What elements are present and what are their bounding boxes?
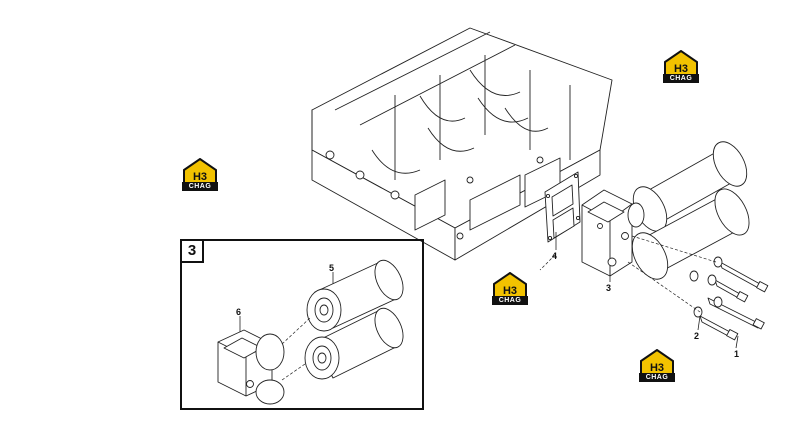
- house-logo-icon: H3: [640, 349, 674, 375]
- bolts-part-1: [699, 261, 769, 341]
- house-logo-icon: H3: [664, 50, 698, 76]
- watermark-logo: H3 CHAG: [663, 50, 699, 84]
- inset-assembly-lines: [281, 317, 311, 381]
- callout-2: 2: [694, 331, 700, 341]
- svg-text:H3: H3: [503, 285, 517, 297]
- filter-head-part-3: [581, 189, 633, 277]
- callout-4: 4: [552, 251, 558, 261]
- svg-text:H3: H3: [193, 171, 207, 183]
- callout-6: 6: [236, 307, 242, 317]
- watermark-logo: H3 CHAG: [492, 272, 528, 306]
- watermark-logo: H3 CHAG: [182, 158, 218, 192]
- watermark-text: CHAG: [182, 182, 218, 191]
- callout-3: 3: [606, 283, 612, 293]
- watermark-text: CHAG: [639, 373, 675, 382]
- watermark-logo: H3 CHAG: [639, 349, 675, 383]
- house-logo-icon: H3: [493, 272, 527, 298]
- watermark-text: CHAG: [492, 296, 528, 305]
- callout-1: 1: [734, 349, 740, 359]
- inset-filter-assembly: [217, 259, 404, 405]
- assembly-lines: [539, 235, 717, 313]
- watermark-text: CHAG: [663, 74, 699, 83]
- svg-text:H3: H3: [650, 362, 664, 374]
- gasket-part-4: [544, 171, 581, 243]
- filter-cartridges: [627, 141, 750, 280]
- svg-text:H3: H3: [674, 63, 688, 75]
- inset-frame: 3: [180, 239, 424, 410]
- house-logo-icon: H3: [183, 158, 217, 184]
- engine-block: [311, 27, 613, 261]
- inset-tag: 3: [182, 241, 204, 263]
- callout-5: 5: [329, 263, 335, 273]
